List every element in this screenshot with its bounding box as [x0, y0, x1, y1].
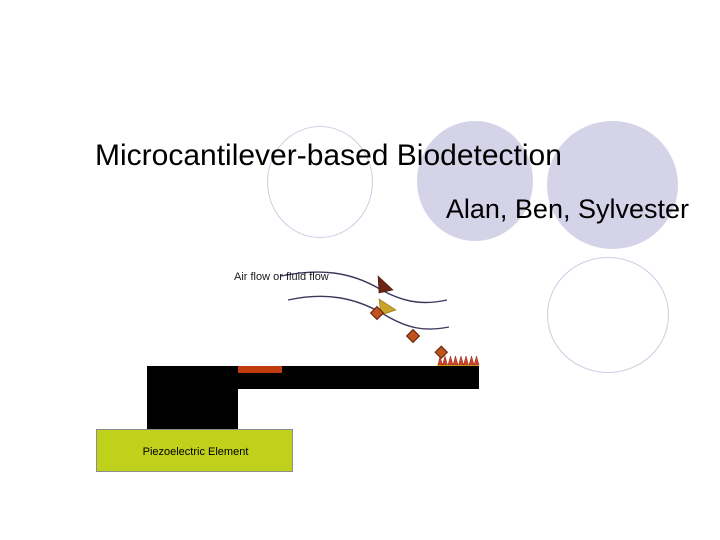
cantilever-support-block	[147, 366, 238, 429]
receptor-tooth-4	[468, 355, 480, 366]
flow-arrow-lower-icon	[378, 298, 397, 316]
slide-title: Microcantilever-based Biodetection	[95, 139, 562, 172]
cantilever-beam-underside	[238, 372, 479, 389]
electrode-strip	[238, 366, 282, 373]
analyte-particle-upper	[369, 305, 385, 321]
flow-line-lower	[287, 295, 450, 330]
receptor-tooth-3	[458, 355, 469, 366]
decorative-circle-filled-middle	[417, 121, 533, 241]
decorative-circle-filled-right	[547, 121, 678, 249]
analyte-particle-bound	[434, 345, 449, 360]
receptor-tooth-2	[447, 355, 459, 366]
decorative-circle-outline-lower-right	[547, 257, 669, 373]
piezoelectric-element-box: Piezoelectric Element	[96, 429, 293, 472]
analyte-particle-lower	[405, 328, 421, 344]
flow-line-upper	[280, 271, 448, 304]
flow-label: Air flow or fluid flow	[234, 271, 329, 283]
decorative-circle-outline-left	[267, 126, 373, 238]
piezoelectric-element-label: Piezoelectric Element	[142, 445, 249, 458]
flow-arrow-upper-icon	[377, 275, 394, 294]
slide-authors: Alan, Ben, Sylvester	[445, 194, 689, 224]
receptor-tooth-1	[437, 355, 448, 366]
